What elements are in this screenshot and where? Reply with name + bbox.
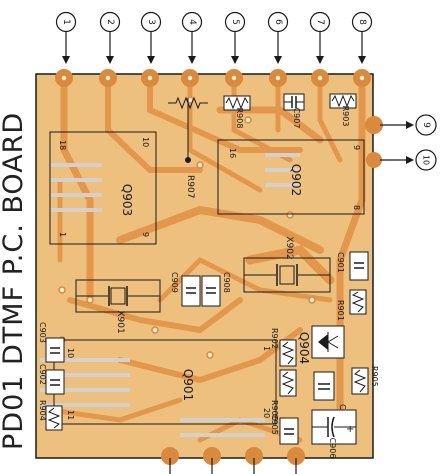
svg-text:7: 7 — [315, 19, 325, 25]
resistor-r905: R905 — [351, 366, 379, 395]
ic-q902: Q902 16 9 8 — [217, 139, 365, 215]
svg-text:4: 4 — [187, 19, 197, 25]
svg-text:5: 5 — [230, 19, 240, 25]
svg-text:C906: C906 — [328, 438, 337, 459]
svg-text:11: 11 — [66, 410, 75, 420]
svg-text:R903: R903 — [341, 106, 350, 127]
svg-text:Q901: Q901 — [181, 369, 195, 401]
svg-text:8: 8 — [352, 205, 361, 210]
resistor-r904: R904 — [38, 400, 63, 431]
svg-text:C907: C907 — [292, 108, 301, 129]
svg-text:10: 10 — [141, 137, 150, 147]
ic-q901: Q901 10 1 11 20 — [53, 339, 277, 425]
callout-3: 3 — [140, 11, 162, 64]
svg-text:9: 9 — [141, 232, 150, 237]
svg-text:18: 18 — [58, 140, 67, 150]
callout-7: 7 — [309, 11, 331, 64]
callout-2: 2 — [99, 11, 121, 64]
ic-q903: Q903 18 10 1 9 — [49, 131, 157, 245]
svg-text:C902: C902 — [38, 364, 47, 385]
callout-1: 1 — [55, 11, 77, 64]
svg-text:6: 6 — [273, 19, 283, 25]
svg-text:10: 10 — [422, 155, 431, 165]
transistor-q904: Q904 — [297, 325, 345, 364]
svg-text:C901: C901 — [336, 252, 345, 273]
capacitor-c909: C909 — [170, 272, 201, 307]
svg-text:R908: R908 — [235, 108, 244, 129]
svg-text:2: 2 — [105, 19, 115, 25]
callout-6: 6 — [267, 11, 289, 64]
svg-text:R907: R907 — [185, 175, 195, 198]
svg-text:1: 1 — [262, 346, 271, 351]
callout-4: 4 — [181, 11, 203, 64]
capacitor-c906: + C906 — [311, 409, 357, 459]
crystal-x901: X901 — [75, 279, 161, 334]
pin-traces — [40, 153, 300, 437]
capacitor-c903: C903 — [38, 322, 65, 363]
svg-text:R904: R904 — [38, 400, 47, 421]
svg-text:1: 1 — [58, 232, 67, 237]
svg-text:10: 10 — [66, 348, 75, 358]
callout-9: 9 — [380, 114, 437, 136]
svg-text:+: + — [346, 424, 354, 435]
resistor-r907: R907 — [168, 96, 208, 198]
svg-text:Q903: Q903 — [120, 184, 134, 216]
svg-text:9: 9 — [421, 122, 431, 128]
svg-text:3: 3 — [146, 19, 156, 25]
svg-text:R905: R905 — [370, 366, 379, 387]
svg-text:R901: R901 — [336, 300, 345, 321]
svg-text:20: 20 — [262, 408, 271, 418]
callout-10: 10 — [380, 149, 437, 171]
top-callouts: 1 2 3 4 5 6 — [55, 11, 373, 64]
svg-text:X902: X902 — [284, 236, 294, 259]
resistor-r903: R903 — [329, 93, 357, 127]
through-holes — [58, 74, 366, 359]
resistor-r902: R902 — [270, 328, 297, 367]
callout-5: 5 — [224, 11, 246, 64]
svg-text:R906: R906 — [270, 400, 279, 421]
svg-text:Q902: Q902 — [289, 164, 303, 196]
resistor-r908: R908 — [223, 95, 251, 129]
svg-text:C908: C908 — [222, 272, 231, 293]
svg-text:C909: C909 — [170, 272, 179, 293]
svg-text:C905: C905 — [270, 414, 279, 435]
copper-traces — [47, 74, 366, 443]
resistor-r901: R901 — [336, 289, 367, 321]
bottom-leads — [169, 458, 297, 474]
svg-text:Q904: Q904 — [297, 332, 311, 364]
capacitor-c901: C901 — [336, 251, 369, 281]
svg-text:C903: C903 — [38, 322, 47, 343]
callout-8: 8 — [351, 11, 373, 64]
svg-text:8: 8 — [357, 19, 367, 25]
resistor-r906: R906 — [270, 369, 297, 421]
svg-text:16: 16 — [228, 148, 237, 158]
capacitor-c908: C908 — [201, 272, 231, 307]
svg-text:1: 1 — [61, 19, 71, 25]
svg-text:R902: R902 — [270, 328, 279, 349]
svg-text:X901: X901 — [115, 310, 125, 333]
capacitor-c907: C907 — [283, 93, 305, 129]
svg-text:9: 9 — [352, 145, 361, 150]
crystal-x902: X902 — [243, 236, 331, 293]
right-callouts: 9 10 — [380, 114, 437, 171]
board-title: PD01 DTMF P.C. BOARD — [0, 112, 29, 450]
capacitor-c902: C902 — [38, 364, 65, 395]
capacitor-c905: C905 — [270, 414, 299, 445]
